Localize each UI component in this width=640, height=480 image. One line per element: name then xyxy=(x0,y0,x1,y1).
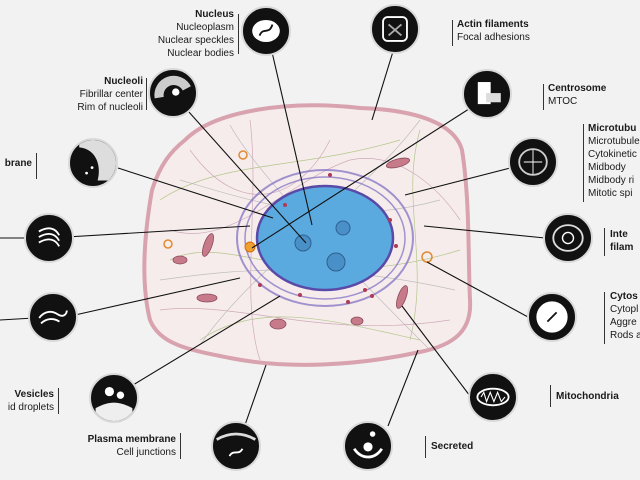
er-ring-outer xyxy=(236,169,414,307)
label-nucleoli: Nucleoli Fibrillar center Rim of nucleol… xyxy=(77,75,143,114)
nucleus-icon xyxy=(241,6,291,56)
label-nucleus-title: Nucleus xyxy=(195,9,234,20)
golgi-icon xyxy=(24,213,74,263)
divider xyxy=(180,433,181,459)
secreted-icon xyxy=(343,421,393,471)
label-plasma: Plasma membrane Cell junctions xyxy=(88,433,176,459)
label-intermediate-title: Inte xyxy=(610,229,628,240)
intermediate-filaments-icon xyxy=(543,213,593,263)
nucleoli-icon xyxy=(148,68,198,118)
label-nucleus-item: Nuclear speckles xyxy=(157,35,234,46)
actin-icon xyxy=(370,4,420,54)
label-plasma-title: Plasma membrane xyxy=(87,434,176,445)
label-vesicles-title: Vesicles xyxy=(14,389,54,400)
microtubules-icon xyxy=(508,137,558,187)
label-nuclear-membrane: brane xyxy=(5,157,32,170)
label-nucleoli-title: Nucleoli xyxy=(104,76,143,87)
divider xyxy=(36,153,37,179)
er-icon xyxy=(28,292,78,342)
divider xyxy=(452,20,453,46)
divider xyxy=(583,124,584,202)
label-cytosol-item: Rods a xyxy=(610,330,640,341)
label-centrosome: Centrosome MTOC xyxy=(548,82,606,108)
label-microtubules: Microtubu Microtubule Cytokinetic Midbod… xyxy=(588,122,640,200)
label-cytosol-item: Aggre xyxy=(610,317,637,328)
label-microtubules-title: Microtubu xyxy=(588,123,637,134)
label-mitochondria-title: Mitochondria xyxy=(556,391,619,402)
nucleolus xyxy=(294,234,312,252)
divider xyxy=(146,78,147,110)
label-secreted: Secreted xyxy=(431,440,473,453)
label-intermediate: Inte filam xyxy=(610,228,633,254)
er-ring-mid xyxy=(244,176,406,300)
label-nucleoli-item: Fibrillar center xyxy=(79,89,143,100)
divider xyxy=(58,388,59,414)
label-nucleus-item: Nuclear bodies xyxy=(167,48,234,59)
label-microtubules-item: Mitotic spi xyxy=(588,188,633,199)
label-microtubules-item: Cytokinetic xyxy=(588,149,637,160)
label-nucleus: Nucleus Nucleoplasm Nuclear speckles Nuc… xyxy=(158,8,234,60)
mitochondria-shapes xyxy=(172,157,411,330)
label-actin: Actin filaments Focal adhesions xyxy=(457,18,530,44)
nucleolus xyxy=(335,220,351,236)
centrosome-icon xyxy=(462,69,512,119)
plasma-membrane-icon xyxy=(211,421,261,471)
divider xyxy=(425,436,426,458)
cytosol-icon xyxy=(527,292,577,342)
mitochondria-icon xyxy=(468,372,518,422)
label-nuclear-membrane-title: brane xyxy=(4,158,32,169)
vesicle-ring xyxy=(163,239,173,249)
vesicles-icon xyxy=(89,373,139,423)
label-vesicles-item: id droplets xyxy=(7,402,54,413)
label-plasma-item: Cell junctions xyxy=(116,447,176,458)
label-microtubules-item: Microtubule xyxy=(588,136,640,147)
label-secreted-title: Secreted xyxy=(431,441,474,452)
label-centrosome-title: Centrosome xyxy=(548,83,607,94)
label-cytosol: Cytos Cytopl Aggre Rods a xyxy=(610,290,640,342)
centrosome-shape xyxy=(244,241,256,253)
label-microtubules-item: Midbody xyxy=(588,162,626,173)
label-actin-item: Focal adhesions xyxy=(457,32,530,43)
nucleolus xyxy=(326,252,346,272)
label-intermediate-item: filam xyxy=(610,242,634,253)
divider xyxy=(604,292,605,344)
divider xyxy=(238,14,239,54)
label-microtubules-item: Midbody ri xyxy=(588,175,635,186)
nucleus-shape xyxy=(255,184,395,292)
divider xyxy=(604,228,605,256)
divider xyxy=(543,84,544,110)
label-vesicles: Vesicles id droplets xyxy=(8,388,54,414)
label-actin-title: Actin filaments xyxy=(457,19,529,30)
label-centrosome-item: MTOC xyxy=(548,96,578,107)
label-cytosol-item: Cytopl xyxy=(610,304,639,315)
label-nucleoli-item: Rim of nucleoli xyxy=(77,102,143,113)
label-cytosol-title: Cytos xyxy=(610,291,638,302)
label-mitochondria: Mitochondria xyxy=(556,390,619,403)
divider xyxy=(550,385,551,407)
leader-lines xyxy=(0,44,546,427)
nuclear-membrane-icon xyxy=(68,138,118,188)
label-nucleus-item: Nucleoplasm xyxy=(176,22,234,33)
vesicle-ring xyxy=(238,150,248,160)
granules xyxy=(258,173,398,304)
